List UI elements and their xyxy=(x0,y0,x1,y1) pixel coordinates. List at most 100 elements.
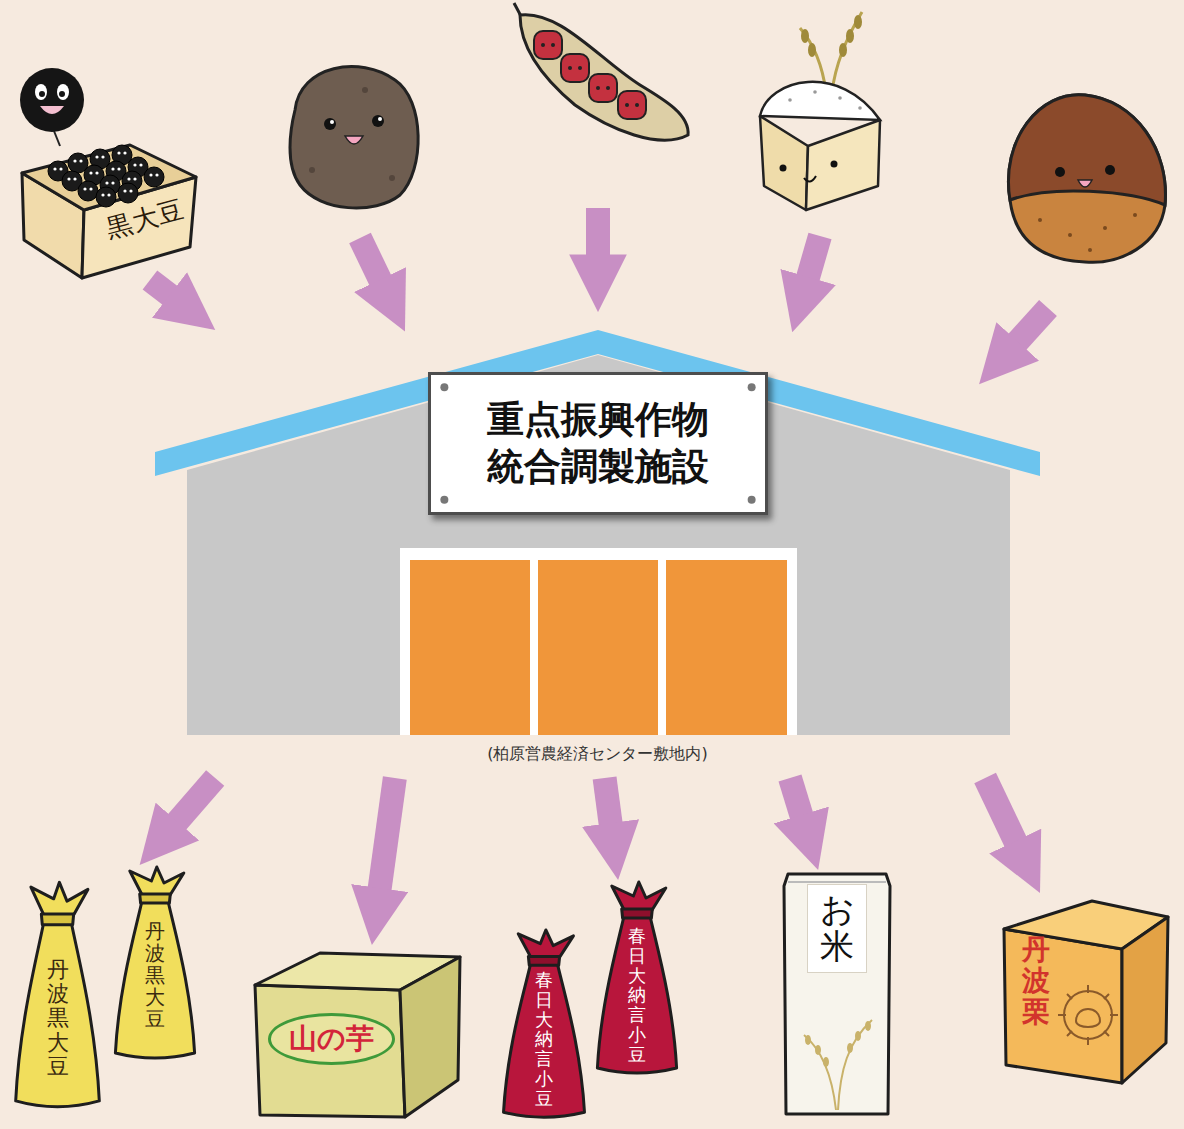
chestnut-dot xyxy=(1133,213,1137,217)
bag-tie xyxy=(140,894,171,903)
yam-spot xyxy=(309,167,315,173)
rice-grain xyxy=(846,29,854,43)
product-name: 丹波黒大豆 xyxy=(145,920,165,1030)
bag-body xyxy=(16,920,100,1107)
facility-sign: 重点振興作物 統合調製施設 xyxy=(428,372,768,515)
black-bean xyxy=(118,183,138,203)
sign-bolt xyxy=(440,383,448,391)
box-side xyxy=(1122,917,1168,1083)
bean-face xyxy=(568,66,572,70)
chestnut-nut xyxy=(1076,1009,1100,1027)
bag-body xyxy=(115,899,194,1058)
bean-face xyxy=(578,66,582,70)
rice-grain xyxy=(823,1057,829,1067)
input-arrow xyxy=(1010,308,1048,350)
rice-dot xyxy=(858,106,862,110)
rice-box-face xyxy=(806,120,880,210)
yam-eye-shine xyxy=(378,117,382,121)
bean-eye xyxy=(133,177,136,180)
chestnut-spines xyxy=(1058,985,1118,1045)
bag-tie xyxy=(622,909,653,918)
product-bag: 丹波黒大豆 xyxy=(10,880,105,1115)
flow-arrow xyxy=(605,778,612,834)
facility-name: 重点振興作物 統合調製施設 xyxy=(473,397,723,490)
bean-eye xyxy=(95,155,98,158)
bean-eye xyxy=(107,193,110,196)
bean-eye xyxy=(53,167,56,170)
bean-eye xyxy=(35,84,47,100)
rice-grain xyxy=(865,1021,871,1031)
chestnut-dot xyxy=(1038,218,1042,222)
bag-body xyxy=(504,961,585,1117)
bean-eye xyxy=(101,193,104,196)
rice-bag: お米 xyxy=(778,870,896,1120)
bean-face xyxy=(635,103,639,107)
rice-grain xyxy=(801,29,809,43)
rice-box-eye xyxy=(831,161,838,168)
bean-face xyxy=(596,86,600,90)
bean-eye xyxy=(117,167,120,170)
bean-pupil xyxy=(59,91,65,97)
bean-eye xyxy=(59,167,62,170)
product-bag: 春日大納言小豆 xyxy=(592,880,682,1080)
rice-dot xyxy=(813,90,817,94)
bean-eye xyxy=(105,181,108,184)
input-arrow xyxy=(586,208,610,266)
azuki-pod xyxy=(514,3,688,140)
bean-eye xyxy=(123,151,126,154)
rice-grain xyxy=(805,1035,811,1045)
bean-eye xyxy=(101,155,104,158)
rice-box-face xyxy=(760,116,808,210)
bean-eye xyxy=(73,177,76,180)
chestnut-dot xyxy=(1088,248,1092,252)
bean-eye xyxy=(83,187,86,190)
rice-stalk xyxy=(838,1020,872,1110)
bean-eye xyxy=(73,159,76,162)
bean-eye xyxy=(149,173,152,176)
door-panel xyxy=(538,560,658,735)
yam-body xyxy=(290,67,418,208)
black-bean xyxy=(144,167,164,187)
door-panel xyxy=(666,560,787,735)
bean-face xyxy=(606,86,610,90)
bean-eye xyxy=(111,167,114,170)
pod-shell xyxy=(520,15,688,141)
rice-stalk xyxy=(832,12,862,92)
product-name: 丹波栗 xyxy=(1022,935,1050,1027)
azuki-bean xyxy=(534,31,562,59)
door-frame xyxy=(400,548,797,735)
bean-eye xyxy=(89,171,92,174)
rice-stalk xyxy=(804,1035,836,1110)
rice-grain xyxy=(855,1031,861,1041)
bean-eye xyxy=(95,171,98,174)
bean-face xyxy=(541,43,545,47)
door-panel xyxy=(410,560,530,735)
rice-mound xyxy=(760,82,880,120)
azuki-bean xyxy=(561,54,589,82)
bean-box: 黒大豆 xyxy=(18,135,200,280)
yam-eye-shine xyxy=(330,120,334,124)
input-arrow xyxy=(805,236,820,288)
product-box: 山の芋 xyxy=(250,945,465,1121)
rice-grain xyxy=(808,43,816,57)
rice-grain xyxy=(847,1043,853,1053)
box-face xyxy=(1004,929,1122,1083)
rice-grain xyxy=(839,43,847,57)
bean-face xyxy=(551,43,555,47)
bean-eye xyxy=(123,189,126,192)
rice-box-eye xyxy=(780,165,787,172)
flow-arrow xyxy=(170,778,215,830)
chestnut-eye xyxy=(1055,167,1065,177)
smiling-bean xyxy=(20,68,84,146)
bean-eye xyxy=(111,181,114,184)
flow-arrow xyxy=(378,778,395,899)
rice-grain xyxy=(815,1045,821,1055)
chestnut-mouth xyxy=(1078,180,1092,187)
product-bag: 丹波黒大豆 xyxy=(110,865,200,1065)
chestnut-character xyxy=(1008,95,1165,263)
bean-eye xyxy=(129,189,132,192)
bean-string xyxy=(54,131,60,146)
chestnut-dot xyxy=(1068,233,1072,237)
bean-mouth xyxy=(40,106,64,114)
